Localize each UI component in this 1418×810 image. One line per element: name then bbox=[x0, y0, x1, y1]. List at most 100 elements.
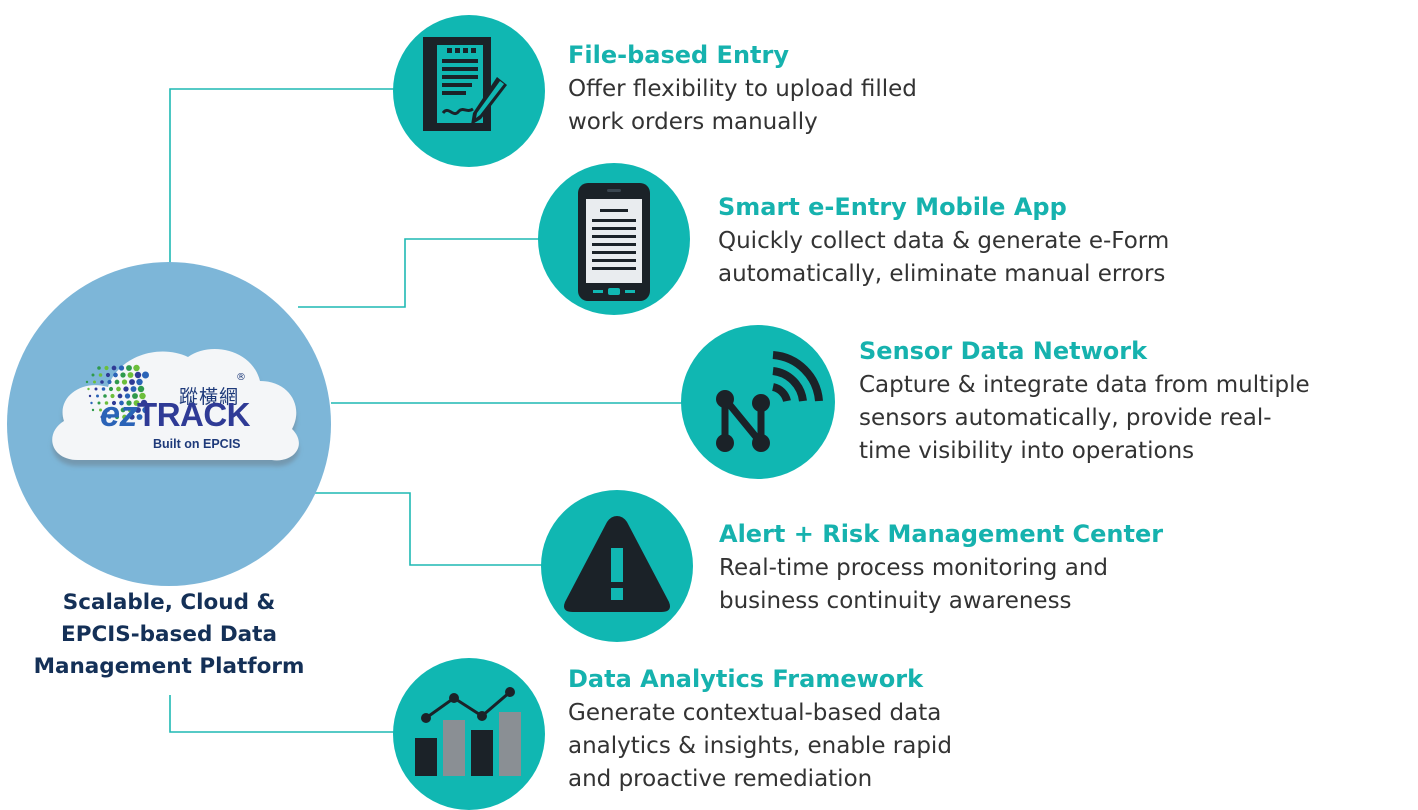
logo-globe-dot bbox=[136, 414, 143, 420]
logo-globe-dot bbox=[110, 393, 115, 399]
logo-globe-dot bbox=[97, 401, 101, 405]
logo-globe-dot bbox=[99, 408, 102, 412]
logo-globe-dot bbox=[104, 365, 109, 371]
logo-globe-dot bbox=[117, 393, 123, 399]
logo-globe-dot bbox=[132, 393, 138, 399]
logo-globe-dot bbox=[137, 385, 145, 393]
logo-globe-dot bbox=[123, 386, 129, 392]
feature-description-line: sensors automatically, provide real- bbox=[859, 405, 1272, 431]
logo-globe-dot bbox=[103, 394, 107, 398]
registered-mark: ® bbox=[236, 372, 246, 383]
connector-analytics bbox=[169, 695, 400, 733]
logo-globe-dot bbox=[120, 407, 126, 413]
connector-mobile-app bbox=[298, 238, 545, 308]
logo-globe-dot bbox=[87, 387, 90, 391]
mobile-app-icon-circle bbox=[538, 163, 690, 315]
logo-globe-dot bbox=[122, 414, 127, 420]
logo-tagline: Built on EPCIS bbox=[153, 437, 241, 451]
logo-globe-dot bbox=[111, 365, 117, 371]
logo-globe-dot bbox=[133, 400, 140, 406]
logo-globe-dot bbox=[100, 380, 104, 384]
logo-globe-dot bbox=[106, 408, 110, 412]
logo-globe-dot bbox=[104, 401, 109, 405]
logo-globe-dot bbox=[142, 406, 149, 414]
feature-description-line: automatically, eliminate manual errors bbox=[718, 261, 1166, 287]
feature-description-line: Offer flexibility to upload filled bbox=[568, 76, 917, 102]
logo-globe-dot bbox=[126, 400, 132, 406]
logo-globe-dot bbox=[111, 400, 117, 406]
logo-chinese-name: 蹤橫網 bbox=[179, 386, 240, 408]
feature-description-line: work orders manually bbox=[568, 109, 818, 135]
sensor-network-icon-circle bbox=[681, 325, 835, 479]
mobile-app-feature: Smart e-Entry Mobile App Quickly collect… bbox=[718, 191, 1169, 291]
sensor-network-icon bbox=[716, 351, 823, 452]
file-entry-icon-circle bbox=[393, 15, 545, 167]
document-signature-icon bbox=[423, 37, 507, 131]
feature-title: Data Analytics Framework bbox=[568, 665, 924, 693]
ezt-dot-globe-logo bbox=[85, 364, 150, 420]
logo-globe-dot bbox=[105, 372, 111, 378]
logo-globe-dot bbox=[140, 399, 148, 407]
feature-description-line: Capture & integrate data from multiple bbox=[859, 372, 1310, 398]
logo-globe-dot bbox=[101, 387, 106, 391]
logo-globe-dot bbox=[85, 380, 89, 384]
logo-globe-dot bbox=[100, 415, 104, 419]
logo-globe-dot bbox=[129, 414, 135, 420]
feature-title: Smart e-Entry Mobile App bbox=[718, 193, 1067, 221]
logo-globe-dot bbox=[91, 408, 95, 412]
feature-description-line: Quickly collect data & generate e-Form bbox=[718, 228, 1170, 254]
logo-globe-dot bbox=[119, 400, 124, 406]
analytics-chart-icon bbox=[415, 687, 521, 776]
logo-globe-dot bbox=[127, 372, 134, 378]
feature-title: Alert + Risk Management Center bbox=[719, 520, 1164, 548]
alert-risk-icon-circle bbox=[541, 490, 693, 642]
logo-globe-dot bbox=[116, 386, 121, 392]
logo-wordmark-main: TRACK bbox=[137, 396, 251, 433]
logo-globe-dot bbox=[94, 387, 98, 391]
feature-description-line: time visibility into operations bbox=[859, 438, 1195, 464]
logo-globe-dot bbox=[130, 386, 137, 392]
platform-caption: Scalable, Cloud & EPCIS-based Data Manag… bbox=[8, 587, 330, 683]
platform-caption-line: EPCIS-based Data bbox=[61, 622, 277, 647]
logo-globe-dot bbox=[136, 378, 143, 386]
logo-globe-dot bbox=[126, 365, 132, 371]
logo-globe-dot bbox=[91, 373, 95, 377]
feature-description-line: Real-time process monitoring and bbox=[719, 555, 1108, 581]
logo-globe-dot bbox=[121, 379, 128, 385]
alert-risk-feature: Alert + Risk Management Center Real-time… bbox=[719, 518, 1163, 618]
logo-globe-dot bbox=[108, 386, 114, 392]
logo-wordmark-prefix: ez bbox=[100, 393, 138, 434]
file-entry-feature: File-based Entry Offer flexibility to up… bbox=[568, 39, 917, 139]
logo-globe-dot bbox=[114, 379, 120, 385]
analytics-feature: Data Analytics Framework Generate contex… bbox=[568, 663, 952, 796]
connector-file-entry bbox=[169, 88, 400, 272]
logo-globe-dot bbox=[107, 415, 112, 419]
sensor-network-feature: Sensor Data Network Capture & integrate … bbox=[859, 335, 1310, 468]
analytics-icon-circle bbox=[393, 658, 545, 810]
feature-description-line: business continuity awareness bbox=[719, 588, 1072, 614]
logo-globe-dot bbox=[107, 379, 112, 385]
logo-wordmark: ezTRACK bbox=[100, 393, 251, 434]
logo-globe-dot bbox=[124, 393, 131, 399]
cloud-shape bbox=[52, 349, 299, 461]
logo-globe-dot bbox=[97, 366, 101, 370]
logo-globe-dot bbox=[88, 394, 92, 398]
feature-description-line: Generate contextual-based data bbox=[568, 700, 942, 726]
logo-globe-dot bbox=[120, 372, 126, 378]
platform-caption-line: Scalable, Cloud & bbox=[62, 590, 276, 615]
feature-description-line: and proactive remediation bbox=[568, 766, 873, 792]
warning-triangle-icon bbox=[564, 516, 670, 612]
feature-description-line: analytics & insights, enable rapid bbox=[568, 733, 952, 759]
logo-globe-dot bbox=[127, 407, 134, 413]
platform-caption-line: Management Platform bbox=[33, 654, 305, 679]
logo-globe-dot bbox=[118, 365, 125, 371]
logo-globe-dot bbox=[93, 380, 96, 384]
logo-globe-dot bbox=[114, 414, 120, 420]
connector-alert bbox=[298, 492, 555, 566]
logo-globe-dot bbox=[96, 394, 99, 398]
logo-globe-dot bbox=[139, 392, 146, 400]
feature-title: Sensor Data Network bbox=[859, 337, 1148, 365]
logo-globe-dot bbox=[129, 379, 135, 385]
feature-title: File-based Entry bbox=[568, 41, 789, 69]
